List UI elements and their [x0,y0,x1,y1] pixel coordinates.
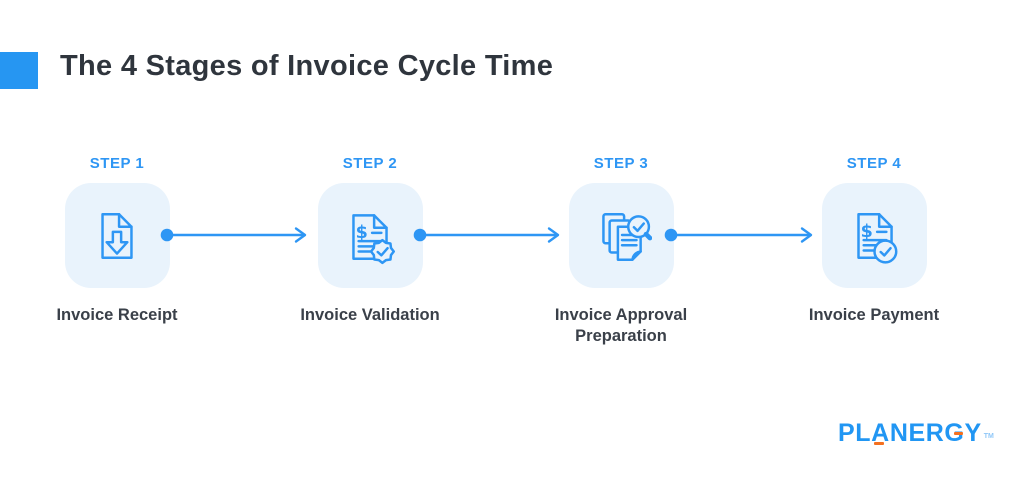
page-title: The 4 Stages of Invoice Cycle Time [60,50,554,82]
invoice-payment-check-icon: $ [857,212,898,264]
step-4-label: STEP 4 [846,155,902,172]
documents-magnifier-icon [602,212,652,261]
step-1: STEP 1 Invoice Receipt [17,155,217,326]
invoice-download-icon [101,212,133,259]
step-3: STEP 3 Invoice Approval Preparation [521,155,721,348]
step-3-name: Invoice Approval Preparation [554,306,688,346]
title-accent-bar [0,52,38,89]
svg-text:$: $ [356,223,368,243]
logo-trademark: TM [983,433,994,440]
step-3-card [568,183,674,288]
step-2-name: Invoice Validation [300,306,440,324]
step-1-card [64,183,170,288]
step-4: STEP 4 $ Invoice Payment [774,155,974,326]
step-1-name: Invoice Receipt [56,306,178,324]
connector-arrow-3 [664,227,813,243]
svg-text:$: $ [861,222,873,242]
step-2: STEP 2 $ Invoice Validation [270,155,470,326]
step-4-name: Invoice Payment [808,306,940,324]
step-2-card: $ [317,183,423,288]
invoice-validation-seal-icon: $ [352,213,396,264]
step-2-label: STEP 2 [342,155,398,172]
step-3-label: STEP 3 [593,155,649,172]
step-1-label: STEP 1 [89,155,145,172]
connector-arrow-2 [413,227,560,243]
connector-arrow-1 [160,227,307,243]
step-4-card: $ [821,183,927,288]
